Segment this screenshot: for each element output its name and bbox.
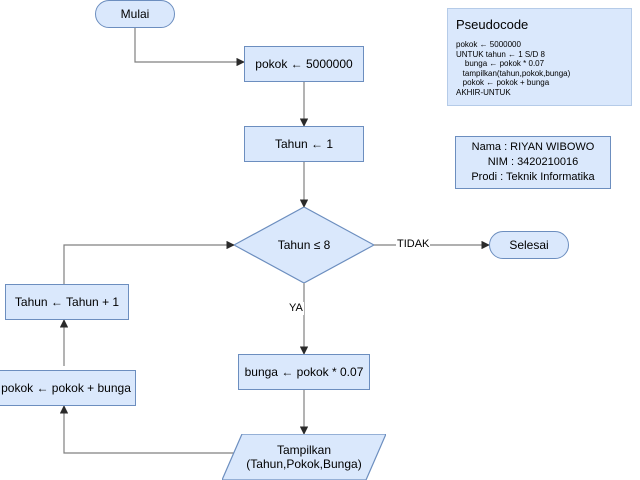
display-parallelogram-shape [222,434,386,480]
node-display-label-line1: Tampilkan [276,443,332,457]
node-decision-label: Tahun ≤ 8 [277,238,331,252]
edge-start-to-pokok [134,28,245,67]
student-info-nim: NIM : 3420210016 [487,156,579,168]
edge-label-tidak: TIDAK [396,238,431,251]
node-increment-tahun[interactable]: Tahun ← Tahun + 1 [5,284,129,320]
edge-incr-to-decision [63,240,235,284]
node-pokok-init-label: pokok ← 5000000 [255,57,353,71]
node-decision[interactable]: Tahun ≤ 8 [234,207,374,283]
node-display[interactable]: Tampilkan (Tahun,Pokok,Bunga) [222,434,386,480]
pseudocode-panel: Pseudocode pokok ← 5000000 UNTUK tahun ←… [447,8,632,106]
node-end[interactable]: Selesai [489,231,569,259]
node-bunga-label: bunga ← pokok * 0.07 [244,365,364,379]
node-display-label-line2: (Tahun,Pokok,Bunga) [246,457,362,471]
pseudocode-body: pokok ← 5000000 UNTUK tahun ← 1 S/D 8 bu… [456,40,571,97]
student-info-panel: Nama : RIYAN WIBOWO NIM : 3420210016 Pro… [455,136,611,189]
edge-label-ya: YA [288,302,304,315]
node-display-label: Tampilkan (Tahun,Pokok,Bunga) [246,443,361,471]
node-start[interactable]: Mulai [95,0,175,28]
node-tahun-init-label: Tahun ← 1 [274,137,334,151]
student-info-name: Nama : RIYAN WIBOWO [471,141,595,153]
node-bunga[interactable]: bunga ← pokok * 0.07 [238,354,370,390]
node-pokok-init[interactable]: pokok ← 5000000 [244,46,364,82]
node-add-bunga[interactable]: pokok ← pokok + bunga [0,370,136,406]
decision-diamond-shape [234,207,374,283]
node-end-label: Selesai [509,238,549,252]
node-start-label: Mulai [120,7,150,21]
pseudocode-title: Pseudocode [456,17,529,32]
edge-display-to-addbunga [59,405,240,454]
node-add-bunga-label: pokok ← pokok + bunga [1,381,131,395]
student-info-prodi: Prodi : Teknik Informatika [471,171,595,183]
node-tahun-init[interactable]: Tahun ← 1 [244,126,364,162]
node-increment-tahun-label: Tahun ← Tahun + 1 [14,295,120,309]
